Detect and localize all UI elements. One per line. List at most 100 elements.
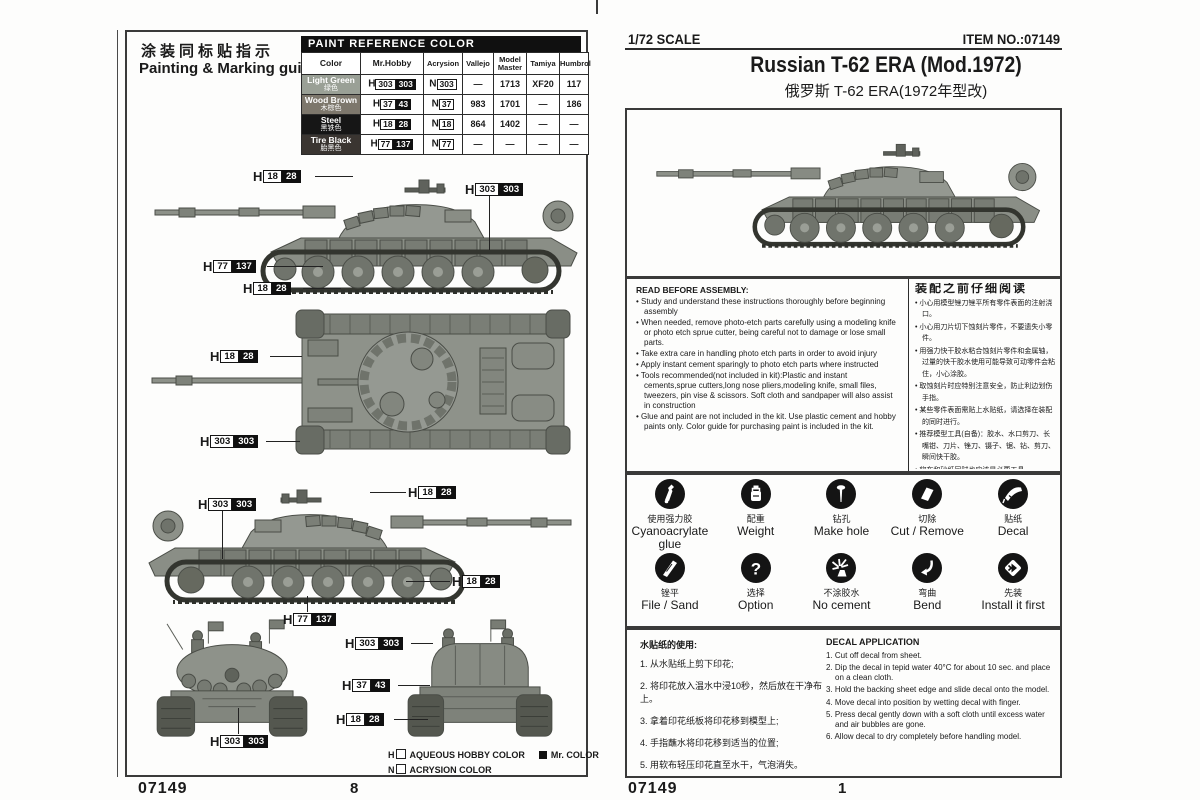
read-before-panel-border xyxy=(625,277,1062,475)
read-before-list-cn: 小心用模型锉刀锉平所有零件表面的注射浇口。 小心用刀片切下蚀刻片零件，不要遗失小… xyxy=(915,298,1057,470)
callout-aq: 303 xyxy=(208,497,233,512)
symbol-label-cn: 贴纸 xyxy=(1004,514,1023,524)
mrcolor-chip: 137 xyxy=(393,138,414,151)
right-footer-item-number: 07149 xyxy=(628,780,678,797)
symbol-label-en: Install it first xyxy=(981,598,1045,612)
symbol-label-en: No cement xyxy=(812,598,871,612)
humbrol-cell: 186 xyxy=(559,94,589,115)
vallejo-cell: 864 xyxy=(462,114,494,135)
h-prefix: H xyxy=(370,138,378,150)
color-name: Steel xyxy=(320,115,342,126)
decal-step: 4. 手指蘸水将印花移到适当的位置; xyxy=(640,738,779,748)
n-prefix: N xyxy=(429,78,437,90)
leader-line xyxy=(266,441,300,442)
callout-h: H xyxy=(342,678,352,693)
callout-h: H xyxy=(283,612,293,627)
decal-panel-border xyxy=(625,626,1062,778)
symbol-label-en: Make hole xyxy=(813,524,870,538)
decal-instructions-en: DECAL APPLICATION 1. Cut off decal from … xyxy=(826,637,1054,745)
glue-bottle-icon xyxy=(654,479,685,509)
callout-mr: 137 xyxy=(311,612,336,627)
install-first-icon xyxy=(998,553,1029,583)
decal-step: 5. Press decal gently down with a soft c… xyxy=(826,710,1045,729)
read-before-english: READ BEFORE ASSEMBLY: Study and understa… xyxy=(636,285,898,433)
vallejo-cell: — xyxy=(462,134,494,155)
callout-h: H xyxy=(210,349,220,364)
weight-icon xyxy=(740,479,771,509)
legend-h: H xyxy=(388,750,395,760)
color-name-cn: 黑铁色 xyxy=(320,125,342,133)
leader-line xyxy=(411,643,433,644)
read-before-item: Glue and paint are not included in the k… xyxy=(641,412,898,432)
symbol-label-cn: 选择 xyxy=(746,588,765,598)
callout-mr: 28 xyxy=(436,485,456,500)
symbol-label-en: Cyanoacrylate glue xyxy=(631,524,709,551)
decal-title-cn: 水贴纸的使用: xyxy=(640,640,697,650)
symbol-label-en: Cut / Remove xyxy=(890,524,964,538)
tank-front-view-illustration xyxy=(152,618,312,746)
kit-title: Russian T-62 ERA (Mod.1972) xyxy=(750,52,1022,77)
acrysion-chip: 77 xyxy=(438,138,455,151)
callout-aq: 303 xyxy=(475,182,500,197)
callout-h: H xyxy=(200,434,210,449)
left-page-title-cn: 涂装同标贴指示 xyxy=(141,43,275,60)
kit-subtitle-cn: 俄罗斯 T-62 ERA(1972年型改) xyxy=(784,83,988,100)
callout-aq: 37 xyxy=(352,678,371,693)
white-box-icon xyxy=(395,749,406,759)
swatch-light-green: Light Green 绿色 xyxy=(301,74,361,95)
col-header-color: Color xyxy=(301,52,361,75)
svg-text:?: ? xyxy=(750,560,760,579)
aqueous-chip: 18 xyxy=(380,118,396,131)
leader-line xyxy=(238,708,239,734)
read-before-item: 小心用刀片切下蚀刻片零件，不要遗失小零件。 xyxy=(919,322,1057,345)
leader-line xyxy=(303,288,341,289)
paint-reference-table: PAINT REFERENCE COLOR Color Mr.Hobby Acr… xyxy=(301,36,591,155)
color-name-cn: 胎黑色 xyxy=(320,145,342,153)
scale-label: 1/72 SCALE xyxy=(628,31,701,47)
symbol-label-en: Weight xyxy=(737,524,775,538)
paint-table-title: PAINT REFERENCE COLOR xyxy=(301,36,581,52)
black-box-icon xyxy=(538,751,547,759)
read-before-item: 推荐模型工具(自备)：胶水、水口剪刀、长嘴钳、刀片、锉刀、镊子、锯、钻、剪刀、瞬… xyxy=(919,429,1057,464)
col-header-vallejo: Vallejo xyxy=(462,52,494,75)
modelmaster-cell: 1402 xyxy=(493,114,527,135)
symbol-bend: 弯曲 Bend xyxy=(884,550,970,624)
callout-aq: 77 xyxy=(213,259,232,274)
blade-icon xyxy=(912,479,943,509)
tamiya-cell: — xyxy=(526,134,560,155)
symbol-cyanoacrylate-glue: 使用强力胶 Cyanoacrylate glue xyxy=(627,476,713,551)
read-before-item: Apply instant cement sparingly to photo … xyxy=(641,360,898,370)
callout-aq: 18 xyxy=(346,712,365,727)
symbol-label-cn: 先装 xyxy=(1004,588,1023,598)
tamiya-cell: — xyxy=(526,114,560,135)
symbol-label-en: Decal xyxy=(997,524,1029,538)
decal-step: 3. 拿着印花纸板将印花移到模型上; xyxy=(640,716,779,726)
callout-h: H xyxy=(253,169,263,184)
symbol-file-sand: 锉平 File / Sand xyxy=(627,550,713,624)
callout-aq: 303 xyxy=(220,734,245,749)
callout-mr: 303 xyxy=(379,636,404,651)
leader-line xyxy=(307,596,308,612)
tank-profile-illustration xyxy=(655,126,1045,258)
acrysion-chip: 303 xyxy=(436,78,457,91)
callout-mr: 303 xyxy=(234,434,259,449)
symbol-install-first: 先装 Install it first xyxy=(970,550,1056,624)
leader-line xyxy=(370,492,406,493)
symbol-weight: 配重 Weight xyxy=(713,476,799,550)
read-before-item: Study and understand these instructions … xyxy=(641,297,898,317)
paint-table: Color Mr.Hobby Acrysion Vallejo Model Ma… xyxy=(301,52,591,155)
symbol-label-en: File / Sand xyxy=(641,598,699,612)
humbrol-cell: — xyxy=(559,134,589,155)
callout-mr: 28 xyxy=(238,349,258,364)
read-before-chinese: 装配之前仔细阅读 小心用模型锉刀锉平所有零件表面的注射浇口。 小心用刀片切下蚀刻… xyxy=(915,283,1057,469)
